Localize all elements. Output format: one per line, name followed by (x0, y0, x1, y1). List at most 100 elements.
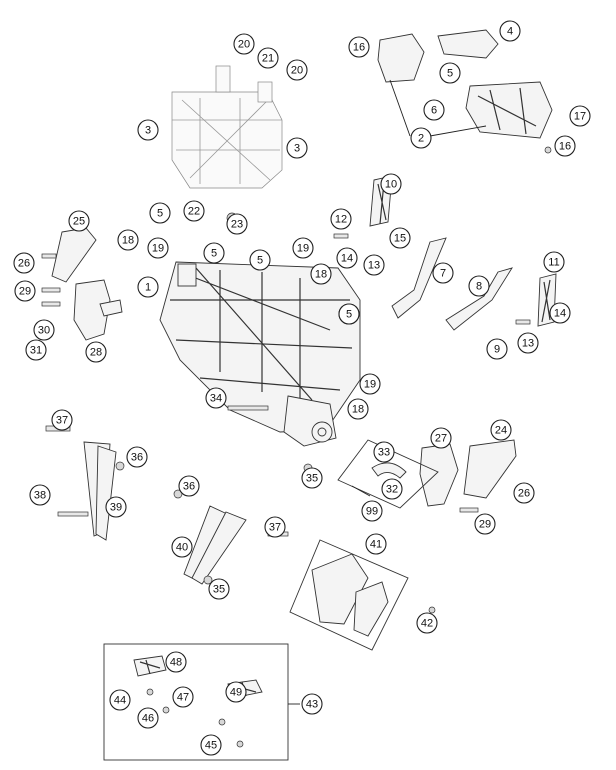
callout-circle (51, 409, 73, 431)
callout-number: 5 (257, 255, 263, 267)
callout-number: 20 (238, 39, 250, 51)
callout-number: 19 (152, 243, 164, 255)
callout-number: 12 (335, 214, 347, 226)
callout-number: 18 (315, 269, 327, 281)
callout-14: 14 (549, 302, 571, 324)
callout-10: 10 (380, 173, 402, 195)
callout-number: 9 (494, 344, 500, 356)
callout-number: 25 (73, 216, 85, 228)
callout-number: 24 (495, 425, 507, 437)
callout-circle (338, 303, 360, 325)
callout-circle (200, 734, 222, 756)
callout-49: 49 (225, 681, 247, 703)
callout-40: 40 (171, 536, 193, 558)
callout-20: 20 (286, 59, 308, 81)
callout-number: 33 (378, 447, 390, 459)
callout-circle (165, 651, 187, 673)
callout-circle (381, 478, 403, 500)
callout-circle (137, 119, 159, 141)
callout-15: 15 (389, 227, 411, 249)
callout-circle (33, 319, 55, 341)
callout-number: 13 (368, 260, 380, 272)
callout-circle (208, 578, 230, 600)
callout-circle (13, 252, 35, 274)
callout-number: 17 (574, 111, 586, 123)
callout-number: 27 (435, 433, 447, 445)
callout-number: 3 (294, 143, 300, 155)
callout-number: 42 (421, 618, 433, 630)
callout-circle (286, 137, 308, 159)
callout-number: 29 (479, 519, 491, 531)
callout-number: 15 (394, 233, 406, 245)
callout-9: 9 (486, 338, 508, 360)
callout-21: 21 (257, 47, 279, 69)
callout-circle (68, 210, 90, 232)
callout-3: 3 (137, 119, 159, 141)
callout-41: 41 (365, 533, 387, 555)
callout-26: 26 (13, 252, 35, 274)
callout-16: 16 (348, 36, 370, 58)
callout-16: 16 (554, 135, 576, 157)
callout-36: 36 (178, 475, 200, 497)
callout-number: 34 (210, 393, 222, 405)
callout-number: 35 (213, 584, 225, 596)
callout-17: 17 (569, 105, 591, 127)
callout-number: 10 (385, 179, 397, 191)
callout-number: 5 (447, 68, 453, 80)
footrest-bracket-left (51, 227, 123, 341)
callout-number: 26 (518, 488, 530, 500)
callout-number: 31 (30, 345, 42, 357)
callout-4: 4 (499, 20, 521, 42)
callout-number: 45 (205, 740, 217, 752)
callout-26: 26 (513, 482, 535, 504)
callout-18: 18 (117, 229, 139, 251)
frame-reference-ghost (171, 65, 283, 189)
callout-circle (549, 302, 571, 324)
callout-circle (233, 33, 255, 55)
callout-circle (499, 20, 521, 42)
callout-number: 20 (291, 65, 303, 77)
callout-circle (543, 251, 565, 273)
callout-circle (490, 419, 512, 441)
callout-19: 19 (292, 237, 314, 259)
callout-circle (183, 200, 205, 222)
callout-14: 14 (336, 247, 358, 269)
callout-24: 24 (490, 419, 512, 441)
callout-circle (137, 276, 159, 298)
callout-34: 34 (205, 387, 227, 409)
callout-number: 1 (145, 282, 151, 294)
callout-5: 5 (338, 303, 360, 325)
callout-circle (226, 213, 248, 235)
callout-35: 35 (208, 578, 230, 600)
callout-circle (348, 36, 370, 58)
callout-circle (264, 516, 286, 538)
callout-number: 21 (262, 53, 274, 65)
callout-number: 23 (231, 219, 243, 231)
callout-number: 19 (297, 243, 309, 255)
callout-number: 14 (554, 308, 566, 320)
callout-circle (361, 500, 383, 522)
callout-42: 42 (416, 612, 438, 634)
callout-number: 35 (306, 473, 318, 485)
callout-number: 49 (230, 687, 242, 699)
callout-18: 18 (347, 398, 369, 420)
callout-labels: 1233455555567891011121313141415161617181… (13, 20, 591, 756)
callout-28: 28 (85, 341, 107, 363)
callout-circle (432, 262, 454, 284)
callout-circle (85, 341, 107, 363)
callout-19: 19 (359, 373, 381, 395)
callout-7: 7 (432, 262, 454, 284)
callout-number: 5 (346, 309, 352, 321)
callout-6: 6 (423, 99, 445, 121)
callout-38: 38 (29, 484, 51, 506)
callout-11: 11 (543, 251, 565, 273)
callout-number: 40 (176, 542, 188, 554)
callout-circle (257, 47, 279, 69)
callout-number: 29 (19, 286, 31, 298)
callout-circle (109, 689, 131, 711)
callout-13: 13 (363, 254, 385, 276)
callout-number: 32 (386, 484, 398, 496)
callout-13: 13 (517, 332, 539, 354)
callout-43: 43 (301, 693, 323, 715)
